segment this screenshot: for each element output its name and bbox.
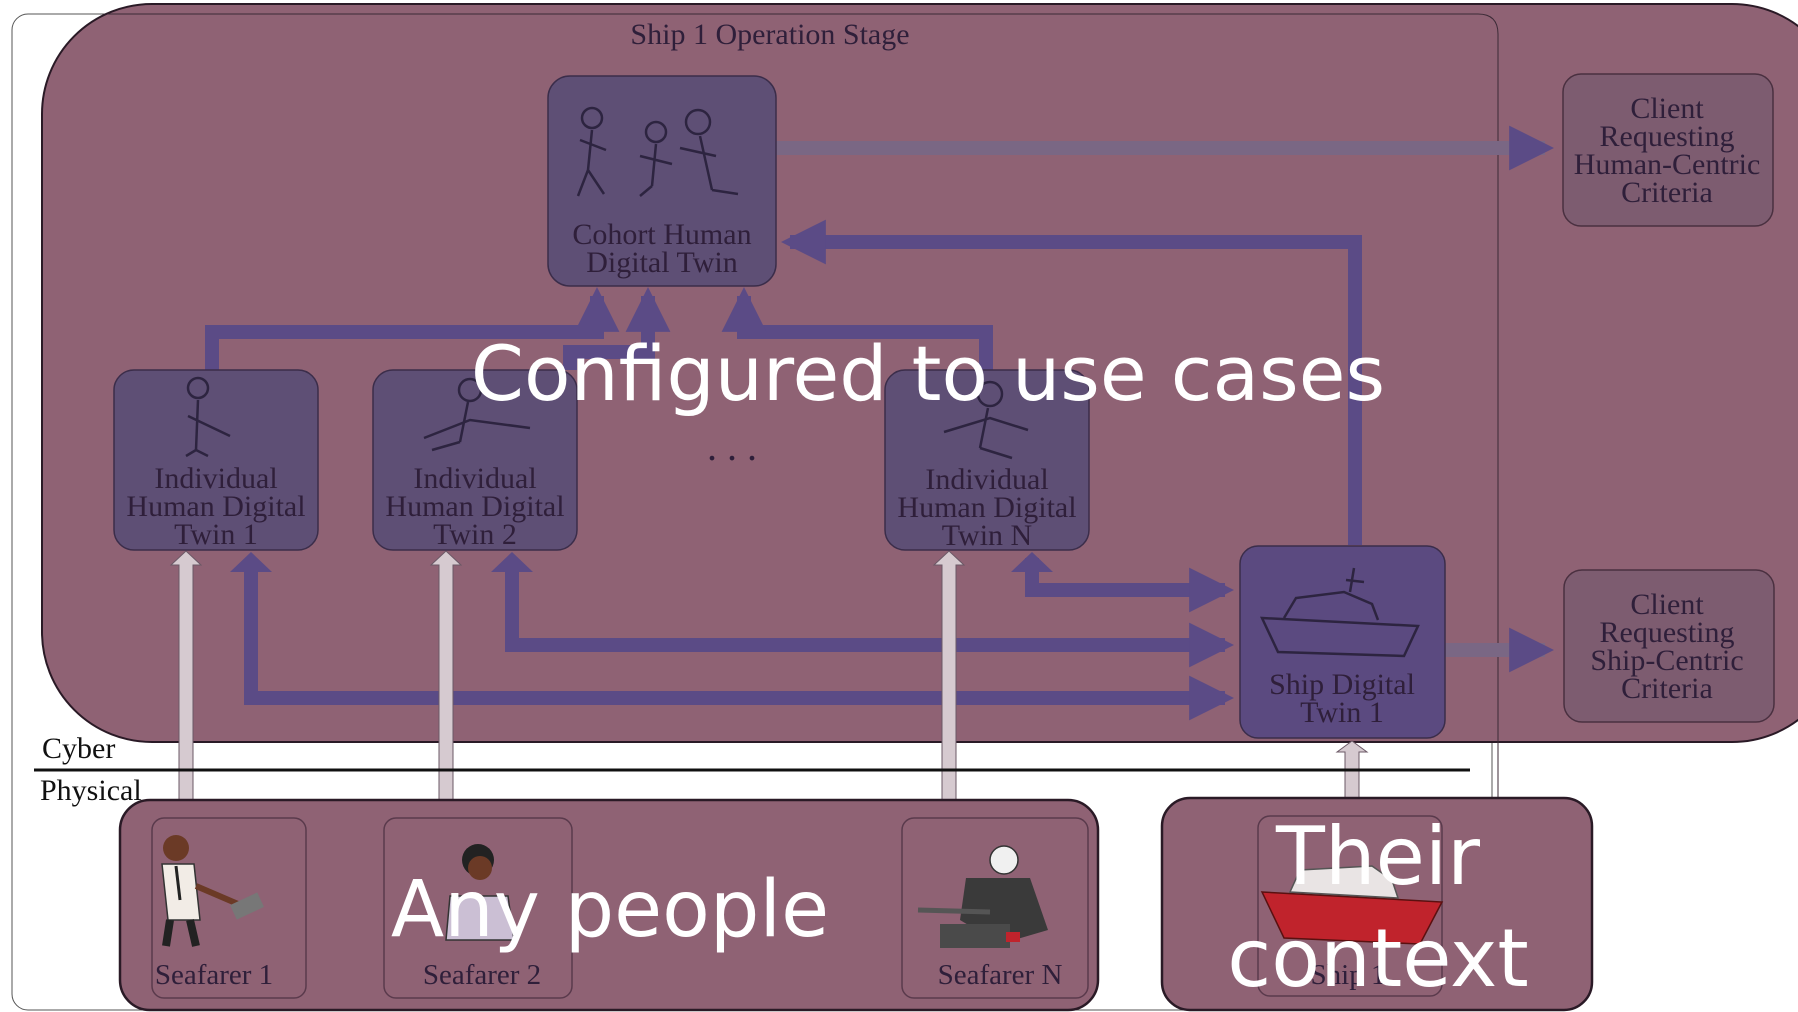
person-icon	[423, 377, 531, 452]
arrow-ihdt1-to-cohort	[205, 287, 620, 370]
arrow-ship-to-cohort	[781, 219, 1362, 545]
arrow-ihdt2-ship	[505, 565, 1234, 668]
seafarer-n-card[interactable]: Seafarer N	[901, 817, 1089, 999]
physical-ship-group: Ship 1	[1160, 796, 1594, 1012]
arrow-ihdtN-to-cohort	[721, 287, 993, 370]
svg-text:Human Digital: Human Digital	[385, 490, 564, 523]
seafarer-woman-icon	[445, 844, 515, 941]
overlay-any-people: Any people	[391, 865, 829, 955]
seafarer-2-card[interactable]: Seafarer 2	[383, 817, 573, 999]
ship-icon	[1259, 567, 1420, 658]
svg-text:Criteria: Criteria	[1621, 176, 1713, 209]
svg-text:Twin 2: Twin 2	[433, 518, 517, 551]
ship-digital-twin-box[interactable]: Ship Digital Twin 1	[1239, 545, 1446, 739]
svg-text:Twin N: Twin N	[942, 519, 1032, 552]
svg-text:Criteria: Criteria	[1621, 672, 1713, 705]
physical-label: Physical	[40, 774, 142, 807]
overlay-heading: Configured to use cases	[471, 329, 1385, 418]
overlay-context-line1: Their	[1275, 810, 1480, 903]
client-human-centric-box[interactable]: Client Requesting Human-Centric Criteria	[1562, 73, 1774, 227]
svg-text:Individual: Individual	[925, 463, 1048, 496]
svg-text:Twin 1: Twin 1	[174, 518, 258, 551]
svg-text:Human Digital: Human Digital	[126, 490, 305, 523]
person-icon	[185, 376, 231, 458]
stage-title: Ship 1 Operation Stage	[630, 18, 909, 51]
up-arrowheads	[230, 552, 1053, 572]
svg-text:Seafarer 2: Seafarer 2	[423, 959, 541, 991]
individual-twin-2-box[interactable]: Individual Human Digital Twin 2	[372, 369, 578, 551]
svg-text:Cohort Human: Cohort Human	[572, 218, 751, 251]
svg-text:Seafarer 1: Seafarer 1	[155, 959, 273, 991]
client-ship-centric-box[interactable]: Client Requesting Ship-Centric Criteria	[1563, 569, 1775, 723]
physical-ship-card[interactable]: Ship 1	[1257, 815, 1444, 997]
svg-text:Client: Client	[1630, 588, 1704, 621]
red-ship-icon	[1260, 865, 1444, 945]
seafarer-officer-icon	[161, 835, 264, 947]
physical-people-group: Seafarer 1 Seafarer 2 Seafarer N	[118, 798, 1100, 1012]
svg-text:Client: Client	[1630, 92, 1704, 125]
seafarer-engineer-icon	[917, 845, 1048, 948]
svg-text:Twin 1: Twin 1	[1300, 696, 1384, 729]
svg-text:Ship 1: Ship 1	[1311, 959, 1386, 991]
stage-frame	[108, 13, 1499, 1010]
arrow-ihdt1-ship	[244, 565, 1234, 721]
svg-text:Human Digital: Human Digital	[897, 491, 1076, 524]
arrow-ihdt2-to-cohort	[563, 287, 671, 370]
svg-text:Individual: Individual	[154, 462, 277, 495]
svg-text:Ship-Centric: Ship-Centric	[1590, 644, 1743, 677]
seafarer-1-card[interactable]: Seafarer 1	[151, 817, 307, 999]
cyber-label: Cyber	[42, 732, 115, 765]
svg-text:Human-Centric: Human-Centric	[1574, 148, 1761, 181]
person-icon	[943, 380, 1029, 460]
svg-text:Digital Twin: Digital Twin	[586, 246, 738, 279]
flow-arrows	[205, 125, 1554, 721]
individual-twin-n-box[interactable]: Individual Human Digital Twin N	[884, 369, 1090, 552]
people-group-icon	[576, 106, 739, 197]
cohort-twin-box[interactable]: Cohort Human Digital Twin	[547, 75, 777, 287]
svg-text:Requesting: Requesting	[1600, 616, 1735, 649]
svg-text:Requesting: Requesting	[1600, 120, 1735, 153]
ellipsis: . . .	[707, 424, 757, 469]
svg-text:Seafarer N: Seafarer N	[938, 959, 1063, 991]
overlay-context-line2: context	[1227, 912, 1529, 1005]
individual-twin-1-box[interactable]: Individual Human Digital Twin 1	[113, 369, 319, 551]
svg-text:Individual: Individual	[413, 462, 536, 495]
svg-text:Ship Digital: Ship Digital	[1269, 668, 1415, 701]
